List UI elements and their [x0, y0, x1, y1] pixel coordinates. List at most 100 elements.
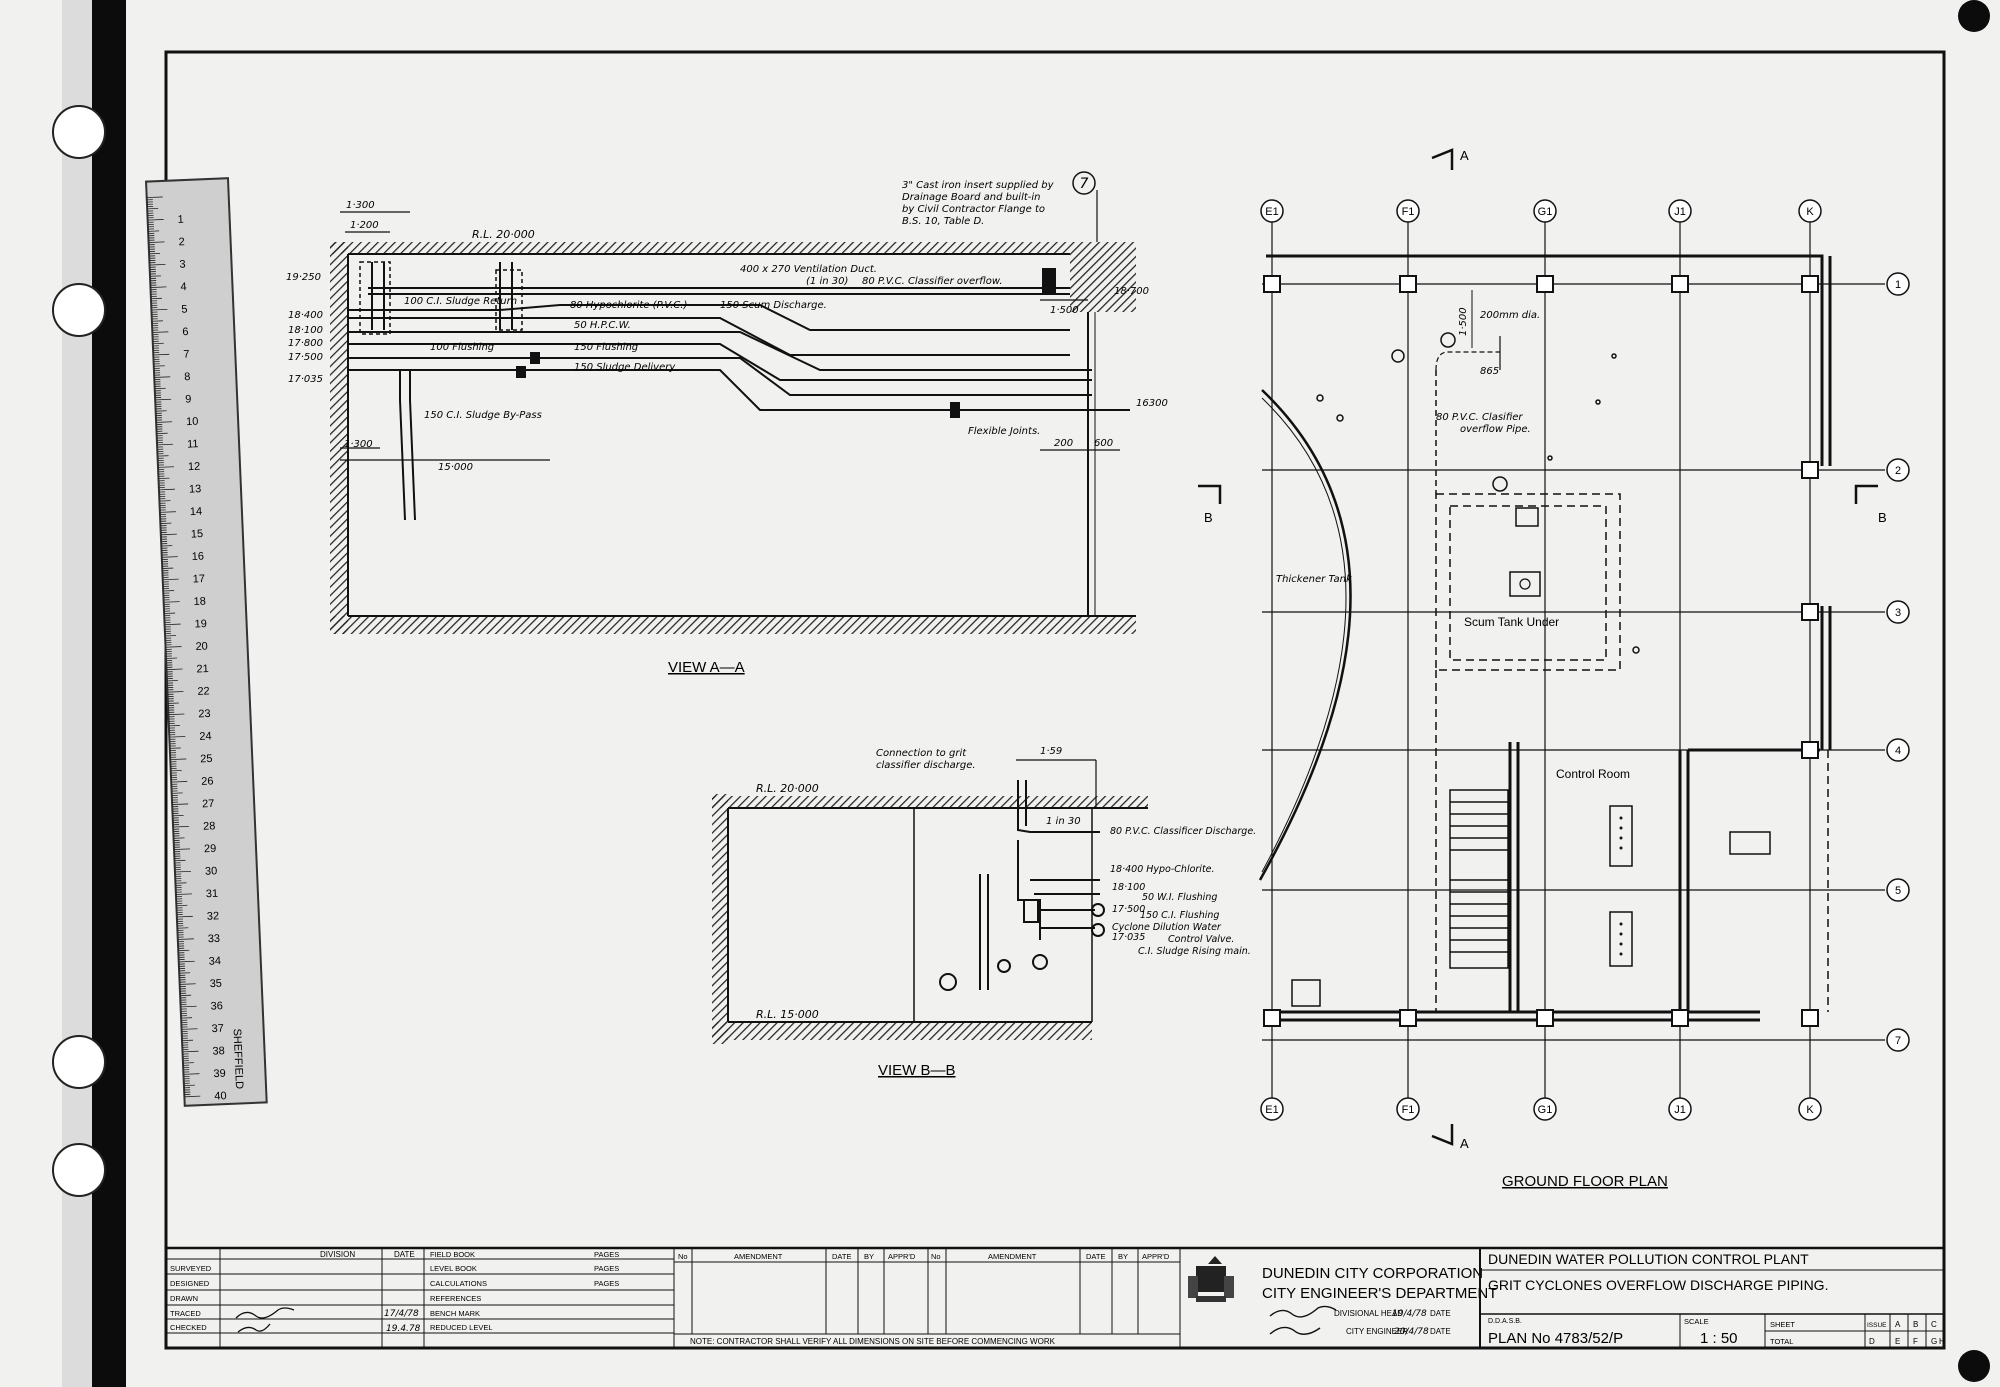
note-line: Connection to grit [876, 748, 967, 759]
ruler-tick [182, 1050, 199, 1053]
ruler-number: 39 [213, 1068, 226, 1081]
issue-letter: H [1939, 1337, 1945, 1346]
total-label: TOTAL [1770, 1337, 1793, 1346]
ruler-number: 34 [209, 955, 222, 968]
header-division: DIVISION [320, 1250, 355, 1259]
ruler-number: 17 [192, 573, 205, 586]
row-label: TRACED [170, 1309, 201, 1318]
level-label: 16300 [1136, 398, 1168, 409]
amend-header: AMENDMENT [988, 1252, 1037, 1261]
title-block: DIVISION DATE SURVEYED DESIGNED DRAWN TR… [164, 1246, 1946, 1350]
ruler-tick [161, 556, 178, 558]
punch-hole [52, 1035, 106, 1089]
pipe-label: 80 P.V.C. Classificer Discharge. [1110, 826, 1256, 837]
view-bb: R.L. 20·000 R.L. 15·000 1·59 1 in 30 Con… [712, 746, 1256, 1079]
amend-header: DATE [1086, 1252, 1105, 1261]
ruler-number: 8 [184, 371, 191, 383]
amend-header: BY [864, 1252, 874, 1261]
amend-header: DATE [832, 1252, 851, 1261]
book-row: BENCH MARK [430, 1309, 480, 1318]
ruler-number: 40 [214, 1090, 227, 1103]
ruler-tick [148, 241, 165, 243]
grid-label-g1: G1 [1538, 1104, 1553, 1116]
control-room-label: Control Room [1556, 767, 1630, 781]
pipe-label: 150 C.I. Flushing [1140, 910, 1219, 921]
pipe-label: Flexible Joints. [968, 426, 1040, 437]
ground-floor-plan: A A B B E1 F1 G1 J1 K E1 F1 G1 J1 K 1 2 … [1198, 148, 1910, 1190]
ruler-number: 24 [199, 730, 212, 743]
plan-title: GROUND FLOOR PLAN [1502, 1173, 1668, 1190]
note-line: B.S. 10, Table D. [902, 216, 984, 227]
issue-letter: C [1931, 1320, 1937, 1329]
org-department: CITY ENGINEER'S DEPARTMENT [1262, 1285, 1497, 1302]
dim-label: 1·500 [1050, 305, 1079, 316]
ruler-number: 27 [202, 798, 215, 811]
pipe-label: Control Valve. [1168, 934, 1234, 945]
ruler-tick [166, 668, 183, 671]
ruler-tick [171, 781, 188, 783]
ruler-number: 13 [189, 483, 202, 496]
grid-label-k: K [1806, 206, 1814, 218]
pipe-label: 100 Flushing [430, 342, 494, 353]
ruler-tick [155, 398, 172, 401]
pipe-label: 80 Hypochlorite (P.V.C.) [570, 300, 687, 311]
level-label: 19·250 [286, 272, 321, 283]
dim-label: 1·200 [350, 220, 379, 231]
grid-bubble-7: 7 [1080, 176, 1089, 192]
issue-letter: F [1913, 1337, 1918, 1346]
ruler-number: 9 [185, 393, 192, 405]
ruler-tick [184, 1095, 201, 1098]
issue-letter: B [1913, 1320, 1918, 1329]
project-name: DUNEDIN WATER POLLUTION CONTROL PLANT [1488, 1251, 1809, 1267]
dim-label: 1·300 [344, 439, 373, 450]
amend-header: AMENDMENT [734, 1252, 783, 1261]
pipe-label: 150 Flushing [574, 342, 638, 353]
dim-label: 1·300 [346, 200, 375, 211]
note-line: classifier discharge. [876, 760, 976, 771]
ruler-number: 25 [200, 753, 213, 766]
pipe-label: Cyclone Dilution Water [1112, 922, 1222, 933]
ruler-tick [160, 533, 177, 536]
ruler-number: 29 [204, 843, 217, 856]
grid-label-7: 7 [1895, 1035, 1901, 1047]
row-label: DRAWN [170, 1294, 198, 1303]
ruler-tick [175, 893, 192, 895]
ruler-number: 14 [190, 506, 203, 519]
pipe-label: 150 C.I. Sludge By-Pass [424, 410, 542, 421]
pipe-label: 17·035 [1112, 932, 1145, 943]
rl-label: R.L. 15·000 [756, 1008, 819, 1021]
amend-header: APPR'D [1142, 1252, 1170, 1261]
divisional-head-date: 19/4/78 [1392, 1309, 1427, 1319]
ruler-tick [157, 443, 174, 446]
ruler-tick [173, 825, 190, 828]
level-label: 18·400 [288, 310, 323, 321]
pipe-label: 50 H.P.C.W. [574, 320, 631, 331]
dim-label: 200 [1054, 438, 1073, 449]
ruler-number: 2 [178, 236, 185, 248]
contractor-note: NOTE: CONTRACTOR SHALL VERIFY ALL DIMENS… [690, 1337, 1056, 1346]
date-label: DATE [1430, 1327, 1451, 1336]
ruler-number: 18 [193, 595, 206, 608]
ruler-number: 3 [179, 259, 186, 271]
ruler-brand: SHEFFIELD [231, 1028, 246, 1089]
dim-label: 1·59 [1040, 746, 1062, 757]
ruler-tick [170, 758, 187, 761]
ruler-tick [153, 353, 170, 356]
amend-header: APPR'D [888, 1252, 916, 1261]
plan-number: PLAN No 4783/52/P [1488, 1330, 1623, 1347]
header-date: DATE [394, 1250, 415, 1259]
scale-value: 1 : 50 [1700, 1330, 1738, 1347]
grid-label-3: 3 [1895, 607, 1901, 619]
ruler-tick [151, 308, 168, 311]
ruler-tick [164, 623, 181, 626]
rl-label: R.L. 20·000 [472, 228, 535, 241]
ruler-tick [162, 578, 179, 581]
ruler-tick [152, 331, 169, 333]
ruler-number: 36 [210, 1000, 223, 1013]
ruler-number: 26 [201, 775, 214, 788]
ruler-tick [178, 960, 195, 963]
ruler-tick [168, 713, 185, 716]
section-marker-b: B [1878, 510, 1887, 525]
book-row: CALCULATIONS [430, 1279, 487, 1288]
org-name: DUNEDIN CITY CORPORATION [1262, 1265, 1483, 1282]
